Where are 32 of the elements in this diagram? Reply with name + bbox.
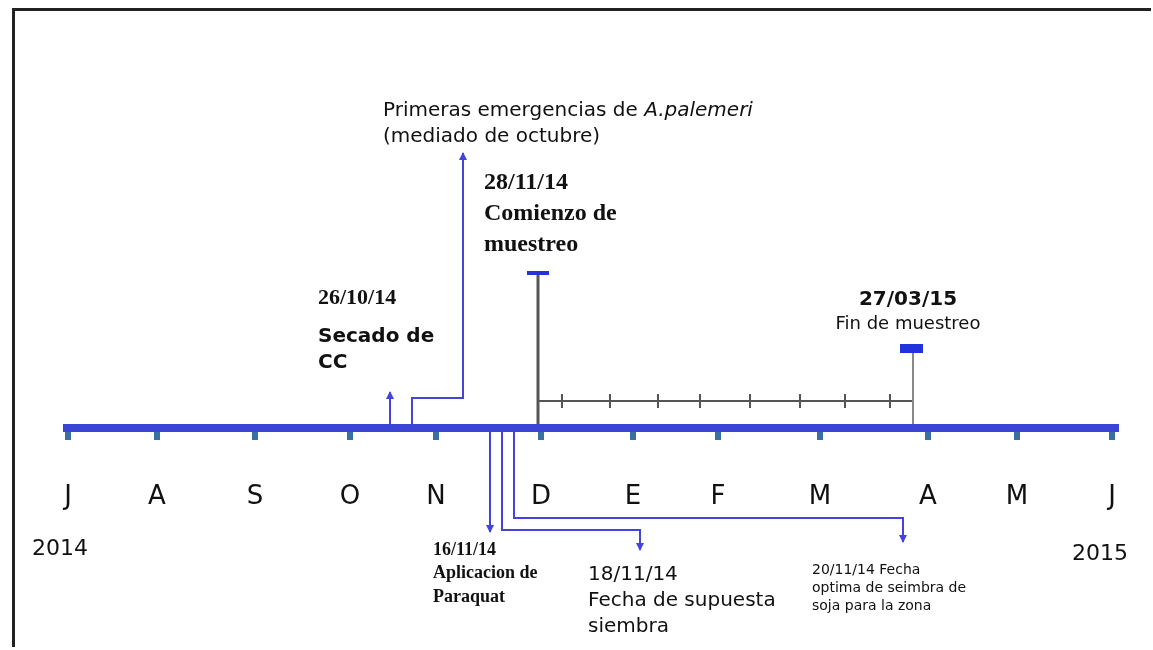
month-label: M bbox=[1004, 480, 1030, 510]
date-text: 27/03/15 bbox=[857, 285, 959, 311]
event-text: Comienzo de muestreo bbox=[484, 198, 618, 259]
date-text: 18/11/14 bbox=[588, 560, 679, 586]
date-text: 16/11/14 bbox=[433, 538, 497, 561]
month-label: N bbox=[425, 480, 447, 510]
event-text: Aplicacion de Paraquat bbox=[433, 561, 539, 608]
event-text: Primeras emergencias de A.palemeri (mediado de octubre) bbox=[383, 96, 754, 148]
arrow bbox=[513, 431, 907, 543]
month-label: O bbox=[338, 480, 362, 510]
month-label: A bbox=[147, 480, 167, 510]
year-label: 2014 bbox=[32, 535, 88, 560]
event-text: Fecha de supuesta siembra bbox=[588, 586, 777, 638]
month-label: E bbox=[623, 480, 643, 510]
arrow bbox=[501, 431, 644, 551]
event-text: Secado de CC bbox=[318, 321, 436, 374]
arrow bbox=[486, 431, 494, 533]
month-label: M bbox=[807, 480, 833, 510]
arrow bbox=[386, 391, 394, 425]
month-label: J bbox=[62, 480, 73, 510]
month-label: J bbox=[1106, 480, 1117, 510]
year-label: 2015 bbox=[1072, 540, 1128, 565]
month-label: F bbox=[709, 480, 727, 510]
month-label: A bbox=[918, 480, 938, 510]
month-label: D bbox=[530, 480, 552, 510]
event-text: Fin de muestreo bbox=[834, 311, 982, 335]
arrow bbox=[411, 152, 467, 425]
event-text: 20/11/14 Fecha optima de seimbra de soja para la zona bbox=[812, 560, 968, 615]
month-label: S bbox=[245, 480, 265, 510]
date-text: 28/11/14 bbox=[484, 167, 569, 196]
timeline-bar bbox=[63, 424, 1119, 432]
date-text: 26/10/14 bbox=[318, 283, 398, 311]
